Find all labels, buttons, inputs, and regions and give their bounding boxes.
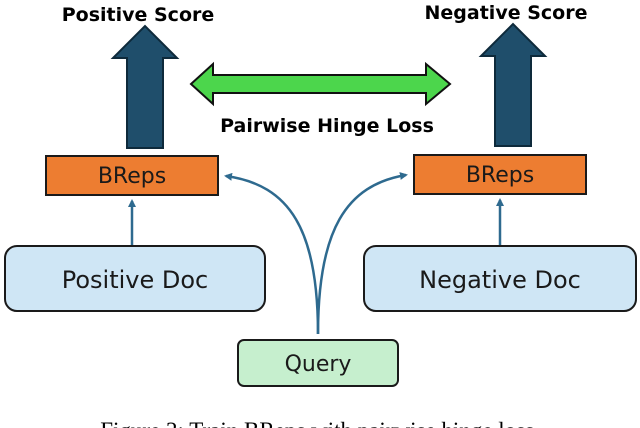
positive-doc-label: Positive Doc xyxy=(62,266,209,294)
query-label: Query xyxy=(285,352,352,377)
figure-caption: Figure 2: Train BReps with pairwise hing… xyxy=(100,418,540,428)
negative-score-label: Negative Score xyxy=(425,2,588,24)
pairwise-loss-label: Pairwise Hinge Loss xyxy=(220,115,434,137)
breps-left-label: BReps xyxy=(98,164,166,189)
negative-doc-label: Negative Doc xyxy=(419,266,581,294)
negative-score-arrow xyxy=(478,22,548,147)
query-to-left-breps-curve xyxy=(224,172,320,335)
query-to-right-breps-curve xyxy=(316,172,408,335)
positive-score-label: Positive Score xyxy=(62,4,215,26)
breps-left-box xyxy=(45,155,219,196)
breps-right-label: BReps xyxy=(466,163,534,188)
positive-doc-box xyxy=(4,245,266,312)
breps-right-box xyxy=(413,154,587,195)
query-box xyxy=(237,339,399,387)
positive-score-arrow xyxy=(110,24,180,149)
negative-doc-box xyxy=(363,245,637,312)
pairwise-loss-arrow xyxy=(189,61,452,107)
